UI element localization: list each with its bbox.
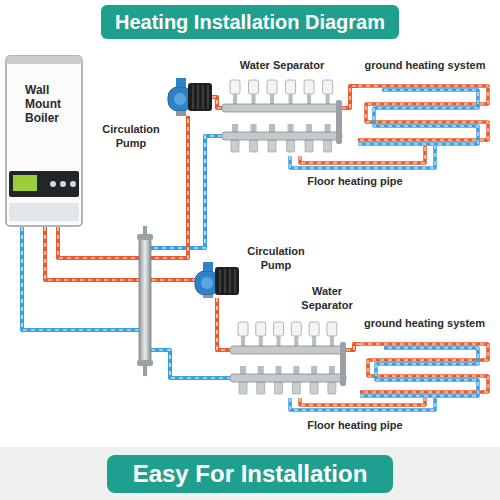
floor-heating-loop: ground heating system <box>358 80 492 146</box>
supply-pipe <box>346 344 360 350</box>
manifold-body <box>222 78 342 156</box>
floor-heating-loop: ground heating system <box>360 338 492 398</box>
circulation-pump: Circulation Pump <box>168 78 212 116</box>
supply-pipe <box>212 97 222 108</box>
pump-body <box>195 262 239 298</box>
floor-loop <box>360 338 492 398</box>
pipe-label: Floor heating pipe <box>290 418 420 432</box>
node-label: ground heating system <box>358 58 492 72</box>
water-separator: Water Separator <box>230 320 346 398</box>
node-label: Wall Mount Boiler <box>25 83 79 125</box>
floor-loop <box>358 80 492 146</box>
node-label: Circulation Pump <box>98 122 164 150</box>
pipe-label: Floor heating pipe <box>290 174 420 188</box>
manifold-body <box>230 320 346 398</box>
supply-pipe <box>342 86 358 108</box>
supply-pipe <box>45 227 195 280</box>
water-separator: Water Separator <box>222 78 342 156</box>
floor-pipes <box>290 146 435 410</box>
node-label: ground heating system <box>364 316 492 330</box>
caption-banner: Easy For Installation <box>107 455 394 493</box>
bottom-band <box>0 447 500 500</box>
caption-wrap: Easy For Installation <box>0 455 500 493</box>
circulation-pump: Circulation Pump <box>195 262 239 298</box>
pump-body <box>168 78 212 116</box>
title-banner: Heating Installation Diagram <box>101 5 399 39</box>
supply-pipe <box>217 298 230 350</box>
node-label: Circulation Pump <box>243 244 309 272</box>
title-wrap: Heating Installation Diagram <box>0 5 500 39</box>
boiler: Wall Mount Boiler <box>5 55 83 227</box>
node-label: Water Separator <box>296 284 358 312</box>
boiler-body <box>5 55 83 227</box>
node-label: Water Separator <box>222 58 342 72</box>
